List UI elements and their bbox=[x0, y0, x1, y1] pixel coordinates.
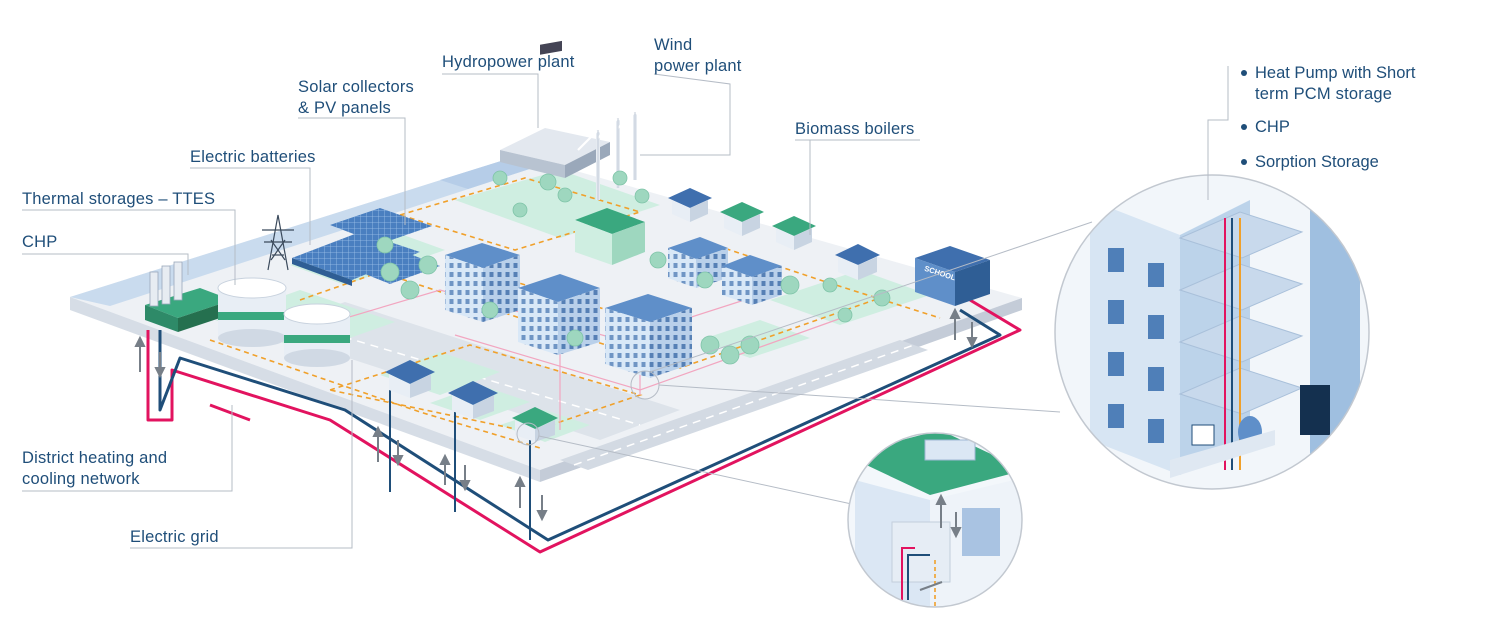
legend-item-chp: CHP bbox=[1241, 118, 1290, 136]
legend-item-heat-pump: Heat Pump with Short bbox=[1241, 64, 1416, 82]
power-pylon bbox=[262, 214, 294, 271]
leader-lines bbox=[22, 66, 1229, 549]
chp-label: CHP bbox=[22, 233, 58, 251]
electric-batteries-label: Electric batteries bbox=[190, 148, 316, 166]
solar-label-line2: & PV panels bbox=[298, 99, 392, 117]
electric-grid-label: Electric grid bbox=[130, 528, 219, 546]
flow-arrows bbox=[134, 307, 978, 522]
biomass-boilers-label: Biomass boilers bbox=[795, 120, 915, 138]
wind-label-line1: Wind bbox=[654, 36, 693, 54]
wind-label-line2: power plant bbox=[654, 57, 742, 75]
district-heating-label-line1: District heating and bbox=[22, 449, 168, 467]
district-heating-line bbox=[158, 308, 1002, 542]
zoom-connectors bbox=[516, 221, 1093, 509]
vertical-connectors bbox=[389, 388, 531, 540]
legend-item-sorption: Sorption Storage bbox=[1241, 153, 1379, 171]
school-building: SCHOOL bbox=[915, 246, 990, 306]
houses bbox=[385, 188, 880, 442]
hydropower-label: Hydropower plant bbox=[442, 53, 575, 71]
legend-item-heat-pump-cont: term PCM storage bbox=[1255, 85, 1393, 103]
electric-grid-line bbox=[146, 298, 1022, 554]
thermal-storages-label: Thermal storages – TTES bbox=[22, 190, 216, 208]
trees bbox=[376, 170, 891, 365]
apartment-blocks bbox=[445, 208, 782, 378]
solar-label-line1: Solar collectors bbox=[298, 78, 414, 96]
district-heating-label-line2: cooling network bbox=[22, 470, 140, 488]
house-zoom-circle bbox=[847, 432, 1023, 608]
hydropower-dam bbox=[500, 40, 610, 178]
building-zoom-circle bbox=[1054, 174, 1370, 490]
